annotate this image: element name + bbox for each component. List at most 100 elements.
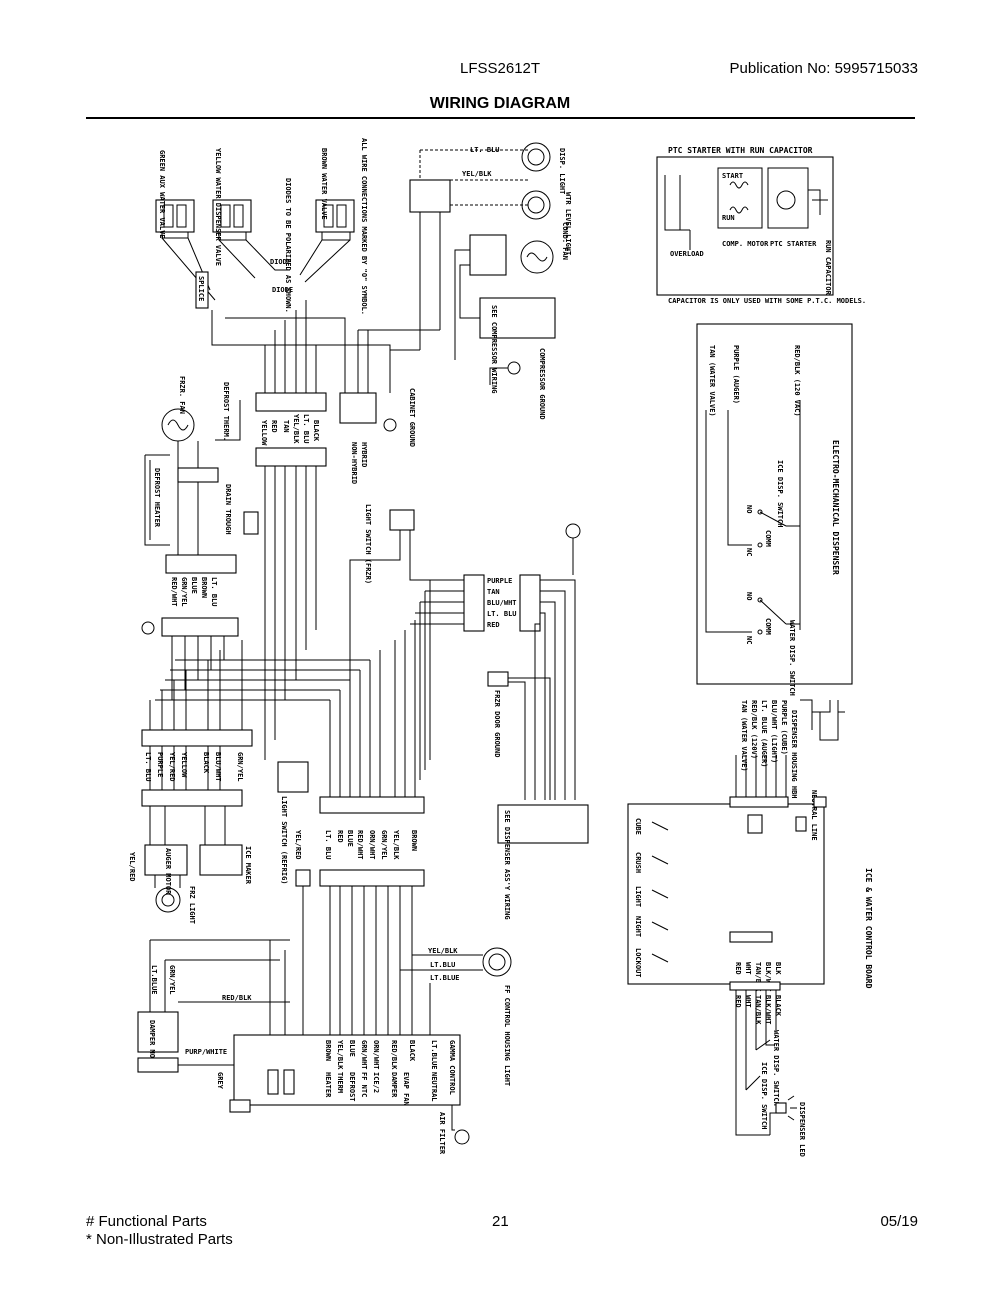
label-dispenser-housing: DISPENSER HOUSING HBH <box>790 710 798 799</box>
lower-yel-blk: YEL/BLK <box>392 830 400 860</box>
label-see-compressor: SEE COMPRESSOR WIRING <box>490 305 498 394</box>
wire-red: RED <box>270 420 278 433</box>
gamma-ntc-connector <box>229 1099 251 1113</box>
connector-center-lower <box>255 447 327 467</box>
label-cabinet-ground: CABINET GROUND <box>408 388 416 447</box>
connector-gamma-upper <box>319 869 425 887</box>
gamma-func-evap-fan: EVAP FAN <box>402 1072 410 1106</box>
gamma-func-heater: HEATER <box>324 1072 332 1098</box>
label-icb-light: LIGHT <box>634 886 642 907</box>
brown-water-valve <box>315 199 355 233</box>
lower-orn-wht: ORN/WHT <box>368 830 376 860</box>
label-ptc-run: RUN <box>722 214 735 222</box>
label-neutral-line: NEUTRAL LINE <box>810 790 818 841</box>
label-emd-ice-switch: ICE DISP. SWITCH <box>776 460 784 527</box>
lower-wire-red: RED <box>734 995 742 1008</box>
model-number: LFSS2612T <box>460 60 541 77</box>
defrost-heater-element <box>177 467 219 483</box>
wire-lt-blu-light: LT.BLU <box>430 961 455 969</box>
wire-grey: GREY <box>216 1072 224 1090</box>
label-emd-no-2: NO <box>745 592 753 600</box>
label-icb-cube: CUBE <box>634 818 642 835</box>
compressor-ground-icon <box>489 361 521 385</box>
label-yel-blk-top: YEL/BLK <box>462 170 492 178</box>
label-ff-control-light: FF CONTROL HOUSING LIGHT <box>503 985 511 1086</box>
board-wht: WHT <box>744 962 752 975</box>
harness-yellow: YELLOW <box>180 752 188 778</box>
electro-mechanical-dispenser-box <box>696 323 853 685</box>
cabinet-ground-icon <box>383 418 397 432</box>
label-emd-comm-2: COMM <box>764 618 772 635</box>
label-icb-night: NIGHT <box>634 916 642 937</box>
lower-red-wht: RED/WHT <box>356 830 364 860</box>
dispenser-light <box>521 142 551 172</box>
label-lower-ice-switch: ICE DISP. SWITCH <box>760 1062 768 1129</box>
board-blk-wht: BLK/WHT <box>764 962 772 992</box>
lower-wire-tan-blk: TAN/BLK <box>754 995 762 1025</box>
connector-right-left <box>463 574 485 632</box>
label-ptc-overload: OVERLOAD <box>670 250 704 258</box>
label-yellow-dispenser-valve: YELLOW WATER DISPENSER VALVE <box>214 148 222 266</box>
connector-left-upper <box>165 554 237 574</box>
label-connections-note: ALL WIRE CONNECTIONS MARKED BY "O" SYMBO… <box>360 138 368 315</box>
label-frzr-fan: FRZR. FAN <box>178 376 186 414</box>
frzr-door-ground-block <box>487 671 509 687</box>
label-lt-blu-top: LT. BLU <box>470 146 500 154</box>
lower-grn-yel: GRN/YEL <box>380 830 388 860</box>
publication-number: Publication No: 5995715033 <box>729 60 918 77</box>
label-air-filter: AIR FILTER <box>438 1112 446 1155</box>
gamma-pin-orn-wht: ORN/WHT <box>372 1040 380 1070</box>
label-icb-lockout: LOCKOUT <box>634 948 642 978</box>
gamma-func-damper: DAMPER <box>390 1072 398 1098</box>
harness-lt-blu: LT. BLU <box>144 752 152 782</box>
publication-date: 05/19 <box>880 1213 918 1230</box>
label-non-hybrid: NON-HYBRID <box>350 442 358 484</box>
label-diodes-note: DIODES TO BE POLARIZED AS SHOWN. <box>284 178 292 313</box>
connector-center-upper <box>255 392 327 412</box>
page-title: WIRING DIAGRAM <box>429 95 571 112</box>
gamma-pin-black: BLACK <box>408 1040 416 1062</box>
connector-left-mid <box>161 617 239 637</box>
label-see-dispenser: SEE DISPENSER ASS'Y WIRING <box>503 810 511 920</box>
wire-grn-yel: GRN/YEL <box>180 577 188 607</box>
light-switch-block <box>409 179 451 213</box>
ground-right-icon <box>565 523 581 575</box>
wire-yel-blk: YEL/BLK <box>292 414 300 444</box>
label-frz-light: FRZ LIGHT <box>188 886 196 924</box>
dispenser-led-icon <box>775 1095 797 1121</box>
label-auger-motor: AUGER MOTOR <box>164 848 172 895</box>
label-disp-light: DISP. LIGHT <box>558 148 566 194</box>
gamma-func-defrost: DEFROST <box>348 1072 356 1102</box>
ice-maker-box <box>199 844 243 876</box>
label-icb-title: ICE & WATER CONTROL BOARD <box>864 868 873 989</box>
label-ptc-comp-motor: COMP. MOTOR <box>722 240 769 248</box>
footnote-non-illustrated-parts: * Non-Illustrated Parts <box>86 1231 233 1248</box>
label-emd-comm-1: COMM <box>764 530 772 547</box>
label-light-switch-frzr: LIGHT SWITCH (FRZR) <box>364 504 372 584</box>
footnote-functional-parts: # Functional Parts <box>86 1213 207 1230</box>
harness-blu-wht: BLU/WHT <box>214 752 222 782</box>
label-dispenser-led: DISPENSER LED <box>798 1102 806 1157</box>
aux-water-valve <box>155 199 195 233</box>
housing-blu-wht-light: BLU/WHT (LIGHT) <box>770 700 778 763</box>
wire-red-right: RED <box>487 621 500 629</box>
wire-yellow: YELLOW <box>260 420 268 446</box>
wire-blu-wht: BLU/WHT <box>487 599 517 607</box>
icb-connector-j4 <box>795 816 807 832</box>
light-switch-frzr <box>389 509 415 531</box>
lower-blue: BLUE <box>346 830 354 847</box>
label-drain-trough: DRAIN TROUGH <box>224 484 232 535</box>
wire-tan-right: TAN <box>487 588 500 596</box>
air-filter-icon <box>454 1129 470 1145</box>
wire-yel-red-left: YEL/RED <box>128 852 136 882</box>
icb-neutral-connector <box>813 796 827 808</box>
gamma-pin-lt-blue: LT.BLUE <box>430 1040 438 1070</box>
board-blk: BLK <box>774 962 782 975</box>
lower-wire-blk-wht: BLK/WHT <box>764 995 772 1025</box>
label-cond-fan: COND. FAN <box>561 222 569 260</box>
see-compressor-box <box>479 297 556 339</box>
label-icb-crush: CRUSH <box>634 852 642 873</box>
label-ptc-starter: PTC STARTER <box>770 240 817 248</box>
label-light-switch-refrig: LIGHT SWITCH (REFRIG) <box>280 796 288 885</box>
